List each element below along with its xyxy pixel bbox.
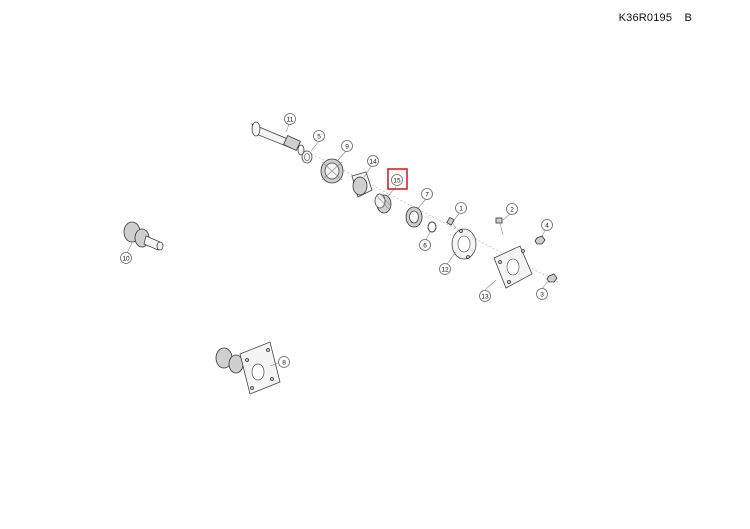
svg-text:1: 1 [459, 206, 463, 213]
callout-5[interactable]: 5 [313, 130, 325, 142]
callout-7[interactable]: 7 [421, 188, 433, 200]
svg-text:2: 2 [510, 207, 514, 214]
part-nut-upper[interactable] [534, 235, 546, 245]
svg-text:15: 15 [393, 178, 401, 185]
callout-14[interactable]: 14 [367, 155, 379, 167]
svg-text:13: 13 [481, 294, 489, 301]
callout-8[interactable]: 8 [278, 356, 290, 368]
callout-12[interactable]: 12 [439, 263, 451, 275]
callout-11[interactable]: 11 [284, 113, 296, 125]
drawing-reference: K36R0195 B [619, 12, 692, 24]
svg-text:9: 9 [345, 144, 349, 151]
part-shaft[interactable] [251, 121, 305, 156]
part-circlip[interactable] [427, 221, 437, 233]
callout-15-highlight-box [387, 168, 408, 190]
svg-text:5: 5 [317, 134, 321, 141]
part-housing-assembly[interactable] [215, 341, 281, 395]
drawing-code: K36R0195 [618, 12, 673, 24]
part-bearing[interactable] [405, 206, 423, 228]
drawing-revision: B [684, 12, 692, 24]
svg-text:10: 10 [122, 256, 130, 263]
part-flange[interactable] [451, 228, 477, 260]
svg-text:8: 8 [282, 360, 286, 367]
svg-text:7: 7 [425, 192, 429, 199]
svg-text:4: 4 [545, 223, 549, 230]
part-washer[interactable] [301, 150, 313, 164]
part-gear-cluster[interactable] [123, 221, 164, 251]
part-spring-sleeve[interactable] [374, 192, 392, 214]
svg-text:14: 14 [369, 159, 377, 166]
callout-2[interactable]: 2 [506, 203, 518, 215]
part-nut-lower[interactable] [546, 273, 558, 283]
callout-3[interactable]: 3 [536, 288, 548, 300]
part-screw-short[interactable] [446, 216, 457, 229]
callout-9[interactable]: 9 [341, 140, 353, 152]
svg-text:12: 12 [441, 267, 449, 274]
svg-text:6: 6 [423, 243, 427, 250]
part-mounting-plate[interactable] [493, 245, 533, 289]
callout-10[interactable]: 10 [120, 252, 132, 264]
callout-15[interactable]: 15 [391, 174, 403, 186]
callout-13[interactable]: 13 [479, 290, 491, 302]
part-gear[interactable] [320, 158, 344, 184]
callout-1[interactable]: 1 [455, 202, 467, 214]
svg-text:3: 3 [540, 292, 544, 299]
svg-text:11: 11 [287, 117, 294, 124]
callout-6[interactable]: 6 [419, 239, 431, 251]
callout-4[interactable]: 4 [541, 219, 553, 231]
part-sleeve[interactable] [351, 171, 373, 198]
part-bolt[interactable] [495, 217, 504, 236]
